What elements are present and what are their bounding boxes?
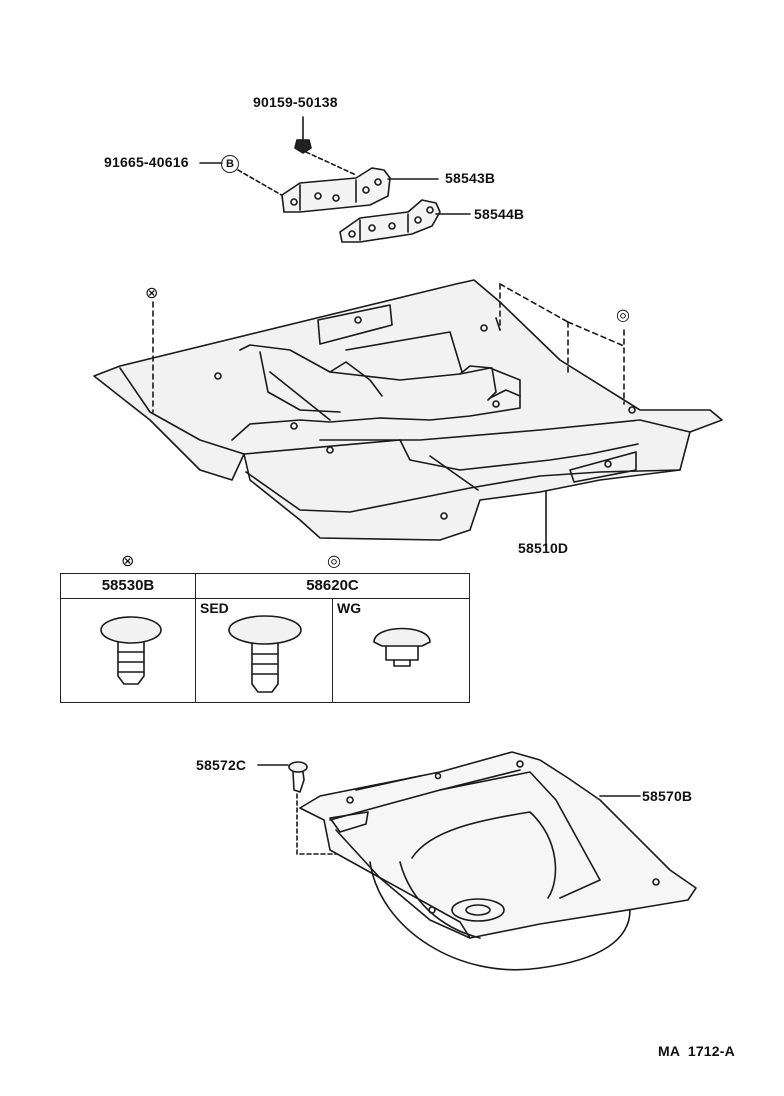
part-label-stud: 91665-40616 [104, 154, 189, 170]
table-header-58620C: 58620C [306, 577, 359, 594]
bracket-upper-icon [281, 167, 391, 213]
table-sub-wg: WG [337, 600, 362, 616]
cross-circle-icon: ⊗ [145, 285, 159, 302]
part-label-bracket-lower: 58544B [474, 206, 525, 222]
part-label-bracket-upper: 58543B [445, 170, 496, 186]
table-sub-divider [332, 598, 333, 702]
table-double-circle-icon: ◎ [327, 553, 341, 570]
clip-58530B-icon [100, 616, 162, 685]
rear-carpet-icon [299, 751, 697, 971]
clip-58620C-sed-icon [228, 615, 302, 693]
footer-ref: MA 1712-A [658, 1043, 735, 1059]
table-cross-circle-icon: ⊗ [121, 553, 135, 570]
clip-58620C-wg-icon [373, 627, 431, 667]
bracket-lower-icon [339, 199, 441, 243]
table-header-58530B: 58530B [101, 577, 155, 594]
double-circle-icon: ◎ [616, 307, 630, 324]
clip-58572C-icon [257, 761, 308, 793]
stud-marker-label: B [226, 158, 234, 170]
floor-carpet-icon [93, 279, 723, 541]
part-label-bolt: 90159-50138 [253, 94, 338, 110]
table-col-divider [195, 574, 196, 702]
clip-table: 58530B 58620C SED WG [60, 573, 470, 703]
bolt-icon [294, 116, 312, 154]
part-label-clip-rear: 58572C [196, 757, 247, 773]
part-label-floor-carpet: 58510D [518, 540, 569, 556]
table-sub-sed: SED [200, 600, 229, 616]
table-header-divider [61, 598, 469, 599]
part-label-rear-carpet: 58570B [642, 788, 693, 804]
stud-marker-icon: B [221, 155, 239, 173]
